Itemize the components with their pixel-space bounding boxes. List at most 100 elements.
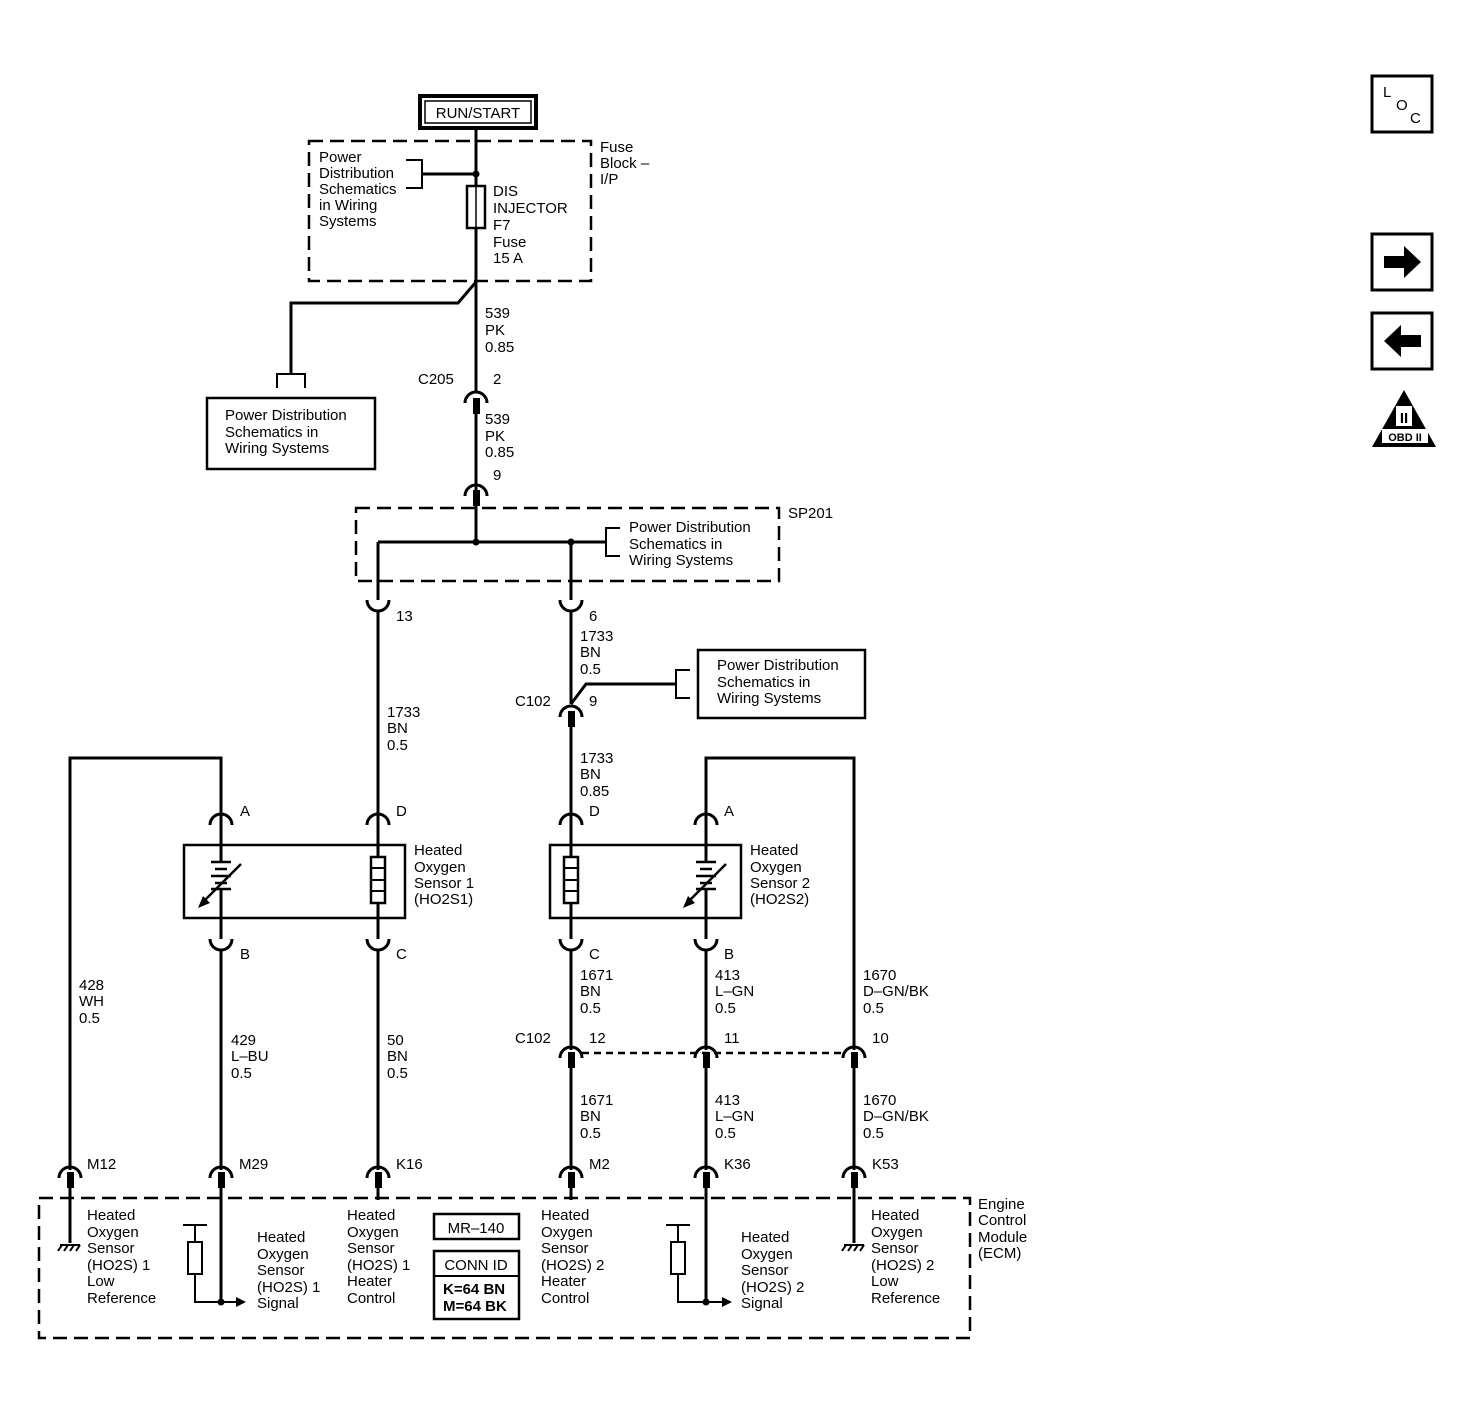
svg-text:9: 9 bbox=[493, 467, 501, 484]
obd-ii-icon[interactable]: II OBD II bbox=[1372, 390, 1436, 447]
svg-text:Distribution: Distribution bbox=[319, 165, 394, 182]
svg-text:Control: Control bbox=[347, 1290, 395, 1307]
svg-text:Schematics: Schematics bbox=[319, 181, 397, 198]
svg-text:Heated: Heated bbox=[87, 1207, 135, 1224]
connector-c205: C205 bbox=[418, 371, 454, 388]
svg-text:(HO2S) 2: (HO2S) 2 bbox=[871, 1257, 934, 1274]
svg-text:INJECTOR: INJECTOR bbox=[493, 200, 568, 217]
svg-text:OBD II: OBD II bbox=[1388, 432, 1422, 444]
svg-text:Engine: Engine bbox=[978, 1196, 1025, 1213]
svg-text:Heated: Heated bbox=[741, 1229, 789, 1246]
connector-c102-upper: C102 bbox=[515, 693, 551, 710]
svg-text:Wiring Systems: Wiring Systems bbox=[225, 440, 329, 457]
sensor2-battery-symbol bbox=[687, 860, 727, 903]
svg-text:Wiring Systems: Wiring Systems bbox=[629, 552, 733, 569]
svg-text:BN: BN bbox=[580, 766, 601, 783]
svg-text:1733: 1733 bbox=[580, 750, 613, 767]
wire-1733-right-upper-label: 1733 BN 0.5 bbox=[580, 628, 613, 678]
location-button[interactable]: L O C bbox=[1370, 74, 1434, 134]
sensor1-battery-symbol bbox=[202, 860, 242, 903]
svg-text:K16: K16 bbox=[396, 1156, 423, 1173]
wire-413-lower-label: 413 L–GN 0.5 bbox=[715, 1092, 754, 1142]
conn-id-box bbox=[432, 1249, 521, 1321]
svg-text:(ECM): (ECM) bbox=[978, 1245, 1021, 1262]
wire-1671-lower-label: 1671 BN 0.5 bbox=[580, 1092, 613, 1142]
svg-text:1670: 1670 bbox=[863, 1092, 896, 1109]
svg-text:Sensor 1: Sensor 1 bbox=[414, 875, 474, 892]
wire-429-label: 429 L–BU 0.5 bbox=[231, 1032, 269, 1082]
svg-text:0.5: 0.5 bbox=[580, 1000, 601, 1017]
svg-text:Low: Low bbox=[871, 1273, 899, 1290]
svg-text:0.5: 0.5 bbox=[79, 1010, 100, 1027]
ecm-func-ho2s1-signal: Heated Oxygen Sensor (HO2S) 1 Signal bbox=[257, 1229, 320, 1312]
svg-text:6: 6 bbox=[589, 608, 597, 625]
svg-text:K36: K36 bbox=[724, 1156, 751, 1173]
svg-text:413: 413 bbox=[715, 1092, 740, 1109]
svg-text:539: 539 bbox=[485, 411, 510, 428]
svg-text:Oxygen: Oxygen bbox=[741, 1246, 793, 1263]
svg-text:A: A bbox=[240, 803, 250, 820]
svg-text:Power Distribution: Power Distribution bbox=[717, 657, 839, 674]
svg-text:Block –: Block – bbox=[600, 155, 650, 172]
arrow-left-icon bbox=[1384, 325, 1421, 357]
svg-text:(HO2S) 2: (HO2S) 2 bbox=[541, 1257, 604, 1274]
svg-text:Control: Control bbox=[541, 1290, 589, 1307]
back-arrow-button[interactable] bbox=[1370, 311, 1434, 371]
svg-text:(HO2S) 1: (HO2S) 1 bbox=[87, 1257, 150, 1274]
svg-text:II: II bbox=[1400, 410, 1408, 427]
svg-text:WH: WH bbox=[79, 993, 104, 1010]
ecm-func-ho2s2-signal: Heated Oxygen Sensor (HO2S) 2 Signal bbox=[741, 1229, 804, 1312]
forward-arrow-button[interactable] bbox=[1370, 232, 1434, 292]
svg-text:Heater: Heater bbox=[541, 1273, 586, 1290]
svg-text:K=64 BN: K=64 BN bbox=[443, 1281, 505, 1298]
svg-text:0.85: 0.85 bbox=[485, 444, 514, 461]
svg-text:L–GN: L–GN bbox=[715, 1108, 754, 1125]
svg-text:Oxygen: Oxygen bbox=[87, 1224, 139, 1241]
svg-text:Reference: Reference bbox=[87, 1290, 156, 1307]
svg-text:Sensor: Sensor bbox=[347, 1240, 395, 1257]
svg-text:0.5: 0.5 bbox=[231, 1065, 252, 1082]
svg-text:0.5: 0.5 bbox=[387, 1065, 408, 1082]
svg-text:BN: BN bbox=[580, 983, 601, 1000]
svg-text:Power: Power bbox=[319, 149, 362, 166]
svg-text:(HO2S) 2: (HO2S) 2 bbox=[741, 1279, 804, 1296]
ground-icon bbox=[57, 1244, 81, 1252]
svg-text:Reference: Reference bbox=[871, 1290, 940, 1307]
svg-text:1733: 1733 bbox=[387, 704, 420, 721]
c205-female bbox=[463, 390, 489, 404]
svg-text:(HO2S1): (HO2S1) bbox=[414, 891, 473, 908]
ecm-outline bbox=[37, 1196, 972, 1340]
wire-413-upper-label: 413 L–GN 0.5 bbox=[715, 967, 754, 1017]
svg-text:L: L bbox=[1383, 84, 1391, 101]
ecm-func-ho2s1-low-ref: Heated Oxygen Sensor (HO2S) 1 Low Refere… bbox=[87, 1207, 156, 1307]
ecm-func-ho2s2-heater: Heated Oxygen Sensor (HO2S) 2 Heater Con… bbox=[541, 1207, 604, 1307]
svg-text:(HO2S) 1: (HO2S) 1 bbox=[257, 1279, 320, 1296]
power-dist-ref-1: Power Distribution Schematics in Wiring … bbox=[319, 149, 397, 230]
svg-text:1733: 1733 bbox=[580, 628, 613, 645]
svg-text:B: B bbox=[240, 946, 250, 963]
svg-text:0.85: 0.85 bbox=[485, 339, 514, 356]
svg-text:Heated: Heated bbox=[414, 842, 462, 859]
svg-text:0.85: 0.85 bbox=[580, 783, 609, 800]
svg-text:L–BU: L–BU bbox=[231, 1048, 269, 1065]
svg-text:0.5: 0.5 bbox=[715, 1125, 736, 1142]
svg-text:Module: Module bbox=[978, 1229, 1027, 1246]
sensor1-label: Heated Oxygen Sensor 1 (HO2S1) bbox=[414, 842, 474, 908]
svg-text:Signal: Signal bbox=[741, 1295, 783, 1312]
svg-text:D: D bbox=[589, 803, 600, 820]
svg-text:Wiring Systems: Wiring Systems bbox=[717, 690, 821, 707]
wire-1671-upper-label: 1671 BN 0.5 bbox=[580, 967, 613, 1017]
svg-text:Fuse: Fuse bbox=[493, 234, 526, 251]
svg-text:F7: F7 bbox=[493, 217, 511, 234]
svg-text:K53: K53 bbox=[872, 1156, 899, 1173]
wire-539-lower-label: 539 PK 0.85 bbox=[485, 411, 514, 461]
svg-text:0.5: 0.5 bbox=[863, 1125, 884, 1142]
svg-text:D–GN/BK: D–GN/BK bbox=[863, 1108, 929, 1125]
ecm-pin-labels: M12 M29 K16 M2 K36 K53 bbox=[87, 1156, 899, 1173]
svg-text:539: 539 bbox=[485, 305, 510, 322]
svg-text:Oxygen: Oxygen bbox=[750, 859, 802, 876]
svg-text:PK: PK bbox=[485, 428, 505, 445]
svg-text:CONN ID: CONN ID bbox=[444, 1257, 508, 1274]
svg-text:D–GN/BK: D–GN/BK bbox=[863, 983, 929, 1000]
